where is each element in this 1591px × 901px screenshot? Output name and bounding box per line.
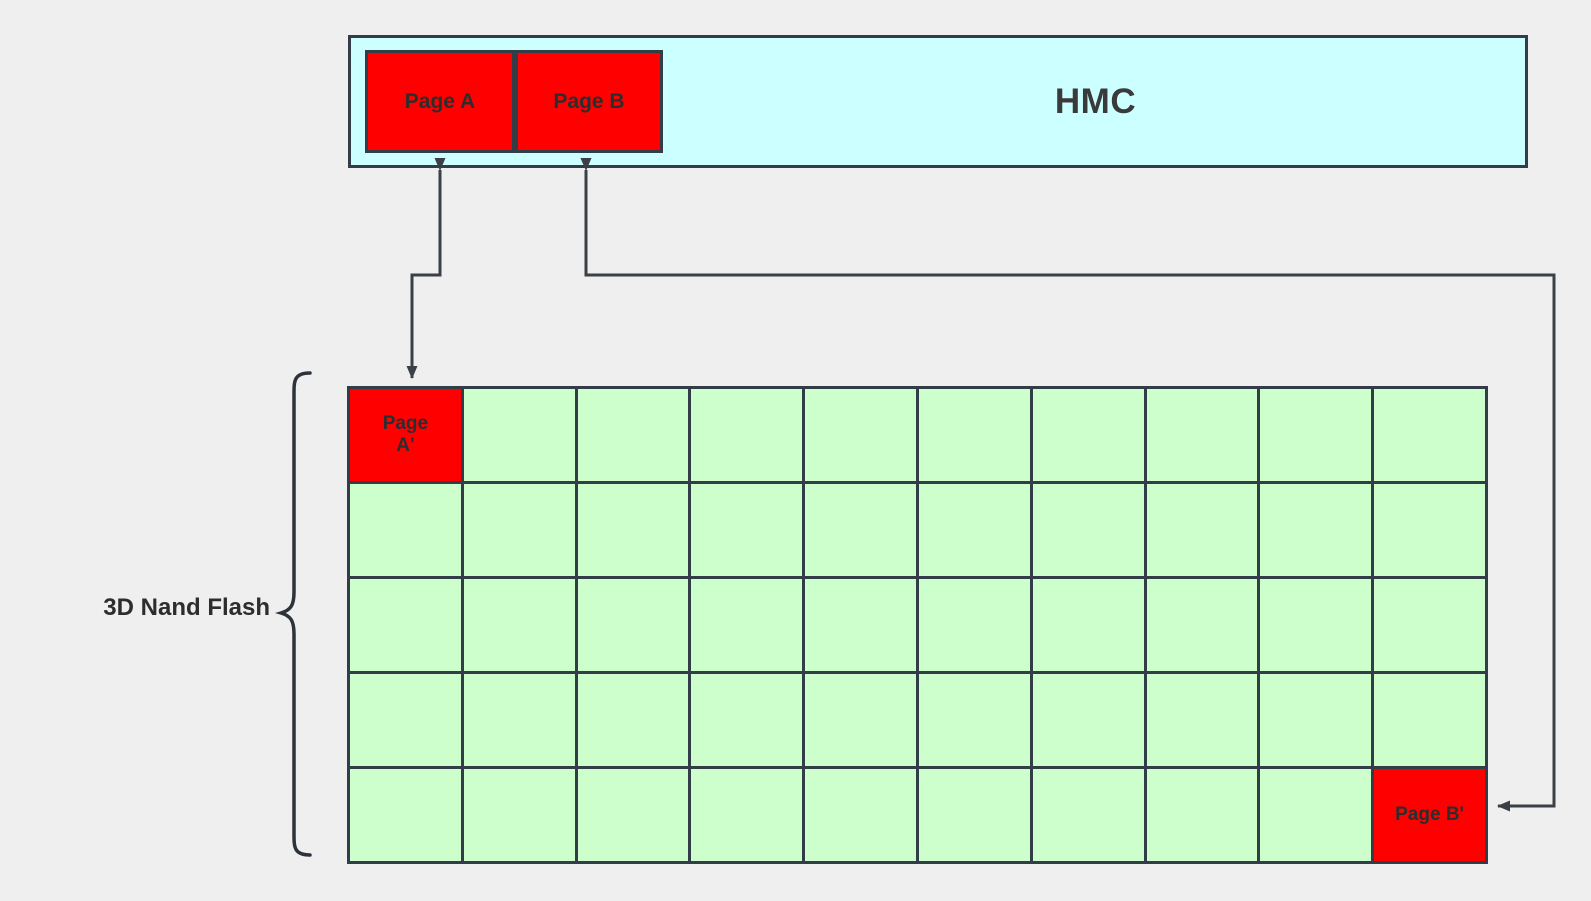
flash-cell-r2c3[interactable] bbox=[691, 579, 806, 674]
flash-cell-r1c4[interactable] bbox=[805, 484, 919, 579]
flash-cell-r0c8[interactable] bbox=[1260, 389, 1375, 484]
flash-cell-r4c3[interactable] bbox=[691, 769, 806, 864]
flash-cell-r3c4[interactable] bbox=[805, 674, 919, 769]
hmc-page-b-label: Page B bbox=[553, 89, 625, 113]
flash-cell-r1c7[interactable] bbox=[1146, 484, 1261, 579]
flash-cell-r2c4[interactable] bbox=[805, 579, 919, 674]
hmc-page-b-box[interactable]: Page B bbox=[515, 50, 663, 153]
flash-cell-r3c9[interactable] bbox=[1374, 674, 1488, 769]
flash-cell-r1c2[interactable] bbox=[577, 484, 692, 579]
flash-cell-r1c5[interactable] bbox=[919, 484, 1033, 579]
arrow-page-a bbox=[406, 158, 446, 379]
flash-cell-r3c6[interactable] bbox=[1032, 674, 1147, 769]
flash-cell-r4c0[interactable] bbox=[350, 769, 464, 864]
flash-cell-r2c1[interactable] bbox=[463, 579, 578, 674]
flash-cell-r4c8[interactable] bbox=[1260, 769, 1375, 864]
flash-cell-r0c9[interactable] bbox=[1374, 389, 1488, 484]
flash-cell-r1c1[interactable] bbox=[463, 484, 578, 579]
flash-cell-r4c2[interactable] bbox=[577, 769, 692, 864]
flash-cell-r3c8[interactable] bbox=[1260, 674, 1375, 769]
flash-cell-r4c7[interactable] bbox=[1146, 769, 1261, 864]
flash-cell-r1c9[interactable] bbox=[1374, 484, 1488, 579]
flash-cell-r2c5[interactable] bbox=[919, 579, 1033, 674]
flash-cell-r4c5[interactable] bbox=[919, 769, 1033, 864]
flash-cell-r2c9[interactable] bbox=[1374, 579, 1488, 674]
flash-cell-r0c4[interactable] bbox=[805, 389, 919, 484]
flash-cell-r4c6[interactable] bbox=[1032, 769, 1147, 864]
flash-cell-r1c8[interactable] bbox=[1260, 484, 1375, 579]
flash-cell-r0c5[interactable] bbox=[919, 389, 1033, 484]
flash-cell-r0c2[interactable] bbox=[577, 389, 692, 484]
flash-cell-r2c2[interactable] bbox=[577, 579, 692, 674]
flash-cell-r3c1[interactable] bbox=[463, 674, 578, 769]
flash-cell-r2c7[interactable] bbox=[1146, 579, 1261, 674]
flash-cell-r3c0[interactable] bbox=[350, 674, 464, 769]
flash-cell-r3c5[interactable] bbox=[919, 674, 1033, 769]
flash-cell-r1c0[interactable] bbox=[350, 484, 464, 579]
hmc-title: HMC bbox=[1054, 81, 1137, 121]
flash-cell-r3c2[interactable] bbox=[577, 674, 692, 769]
flash-cell-r2c0[interactable] bbox=[350, 579, 464, 674]
flash-cell-r4c1[interactable] bbox=[463, 769, 578, 864]
flash-cell-highlighted-r4c9[interactable]: Page B' bbox=[1374, 769, 1488, 864]
hmc-page-a-label: Page A bbox=[404, 89, 476, 113]
flash-curly-brace bbox=[274, 371, 312, 857]
flash-bracket-label: 3D Nand Flash bbox=[103, 594, 270, 621]
flash-cell-r2c8[interactable] bbox=[1260, 579, 1375, 674]
flash-cell-r0c3[interactable] bbox=[691, 389, 806, 484]
flash-cell-r0c1[interactable] bbox=[463, 389, 578, 484]
flash-cell-r3c3[interactable] bbox=[691, 674, 806, 769]
flash-cell-r1c3[interactable] bbox=[691, 484, 806, 579]
flash-cell-r1c6[interactable] bbox=[1032, 484, 1147, 579]
flash-cell-r4c4[interactable] bbox=[805, 769, 919, 864]
flash-cell-r2c6[interactable] bbox=[1032, 579, 1147, 674]
flash-cell-r0c7[interactable] bbox=[1146, 389, 1261, 484]
hmc-page-a-box[interactable]: Page A bbox=[365, 50, 515, 153]
flash-cell-r3c7[interactable] bbox=[1146, 674, 1261, 769]
flash-cell-r0c6[interactable] bbox=[1032, 389, 1147, 484]
